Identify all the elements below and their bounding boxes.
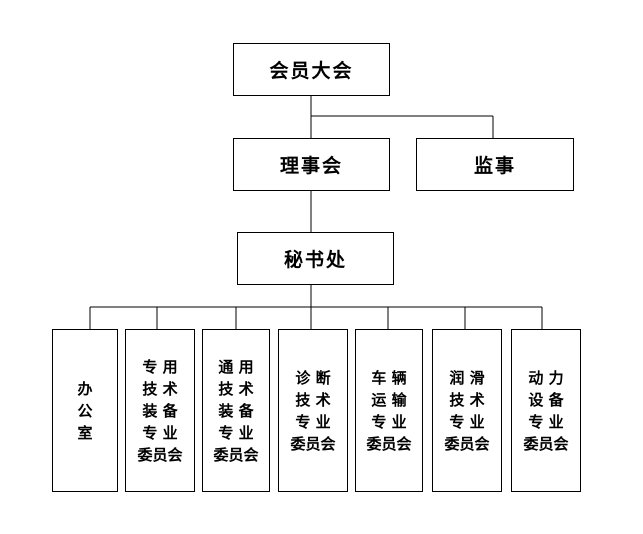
department-label: 润 滑 技 术 专 业 委员会 — [444, 368, 490, 453]
department-lubrication: 润 滑 技 术 专 业 委员会 — [432, 329, 502, 492]
department-special-equipment: 专 用 技 术 装 备 专 业 委员会 — [125, 329, 195, 492]
council-label: 理事会 — [279, 155, 343, 177]
department-power-equipment: 动 力 设 备 专 业 委员会 — [511, 329, 581, 492]
council-box: 理事会 — [233, 138, 390, 191]
general-assembly-box: 会员大会 — [233, 43, 390, 96]
general-assembly-label: 会员大会 — [269, 60, 354, 82]
department-label: 诊 断 技 术 专 业 委员会 — [290, 368, 336, 453]
department-vehicle-transport: 车 辆 运 输 专 业 委员会 — [355, 329, 423, 492]
supervisor-label: 监事 — [473, 155, 516, 177]
secretariat-label: 秘书处 — [283, 249, 347, 271]
department-label: 动 力 设 备 专 业 委员会 — [523, 368, 569, 453]
department-general-equipment: 通 用 技 术 装 备 专 业 委员会 — [202, 329, 270, 492]
department-label: 专 用 技 术 装 备 专 业 委员会 — [137, 357, 183, 464]
secretariat-box: 秘书处 — [237, 232, 394, 285]
department-office: 办 公 室 — [52, 329, 118, 492]
department-label: 车 辆 运 输 专 业 委员会 — [366, 368, 412, 453]
department-label: 通 用 技 术 装 备 专 业 委员会 — [213, 357, 259, 464]
department-diagnostic: 诊 断 技 术 专 业 委员会 — [278, 329, 348, 492]
supervisor-box: 监事 — [416, 138, 574, 191]
department-label: 办 公 室 — [77, 379, 93, 442]
